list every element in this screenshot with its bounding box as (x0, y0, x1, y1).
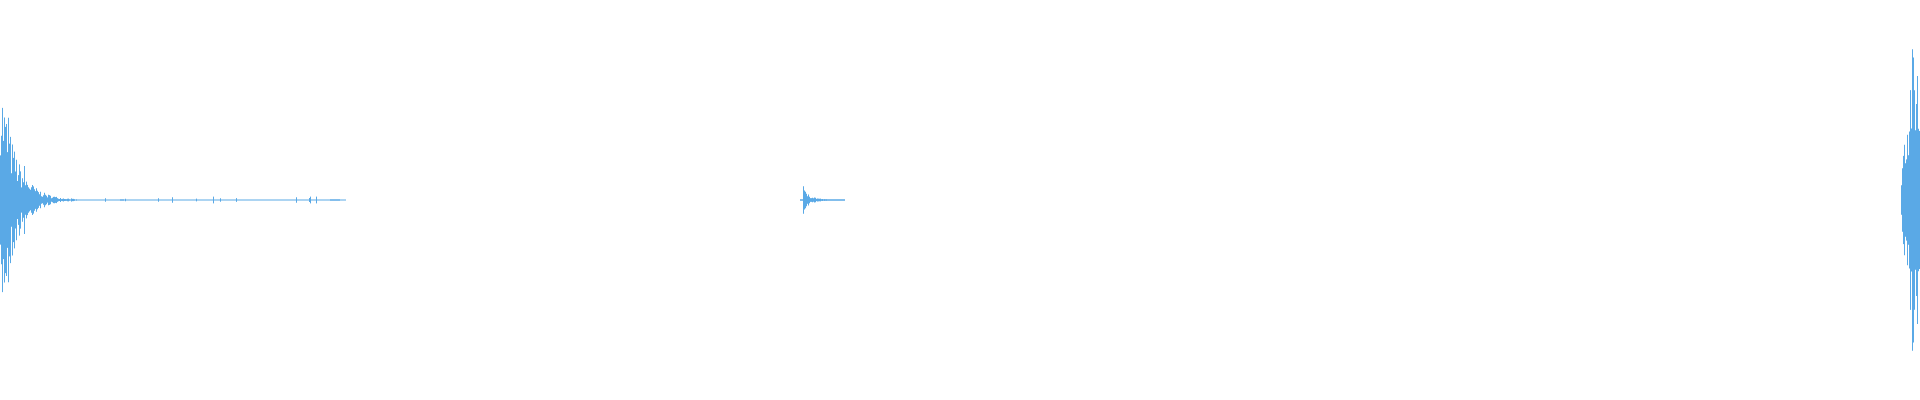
waveform-bars (0, 49, 1920, 351)
